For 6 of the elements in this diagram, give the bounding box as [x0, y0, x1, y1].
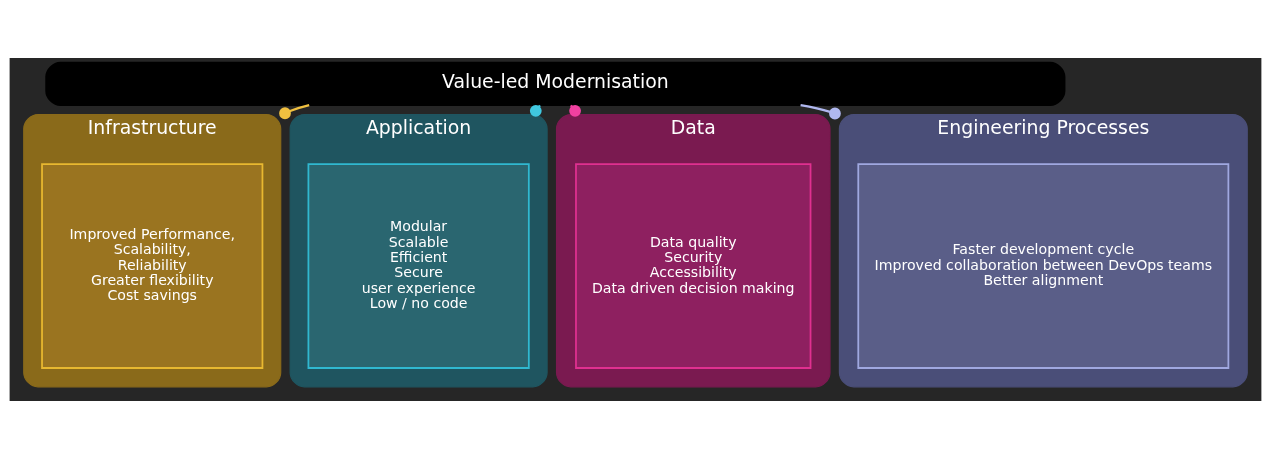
node-box: Data quality Security Accessibility Data driven decision making: [575, 163, 812, 369]
connector: [800, 104, 841, 120]
node-box: Faster development cycle Improved collaboration between DevOps teams Better alignment: [857, 163, 1230, 369]
connector: [279, 104, 310, 120]
node-box: Improved Performance, Scalability, Reliability Greater flexibility Cost savings: [41, 163, 264, 369]
node-box: Modular Scalable Efficient Secure user experience Low / no code: [307, 163, 530, 369]
